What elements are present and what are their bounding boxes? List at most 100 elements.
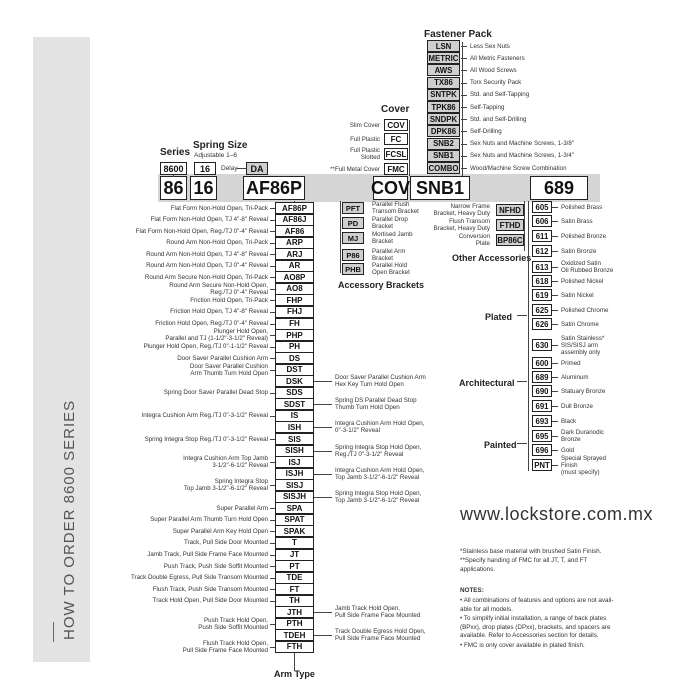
finish-code-625: 625: [532, 304, 552, 316]
fastener-label-tx86: Torx Security Pack: [470, 79, 522, 87]
finish-code-605: 605: [532, 201, 552, 213]
accessory-title: Other Accessories: [452, 253, 532, 263]
finish-code-690: 690: [532, 385, 552, 397]
arm-label-af86j: Flat Form Non-Hold Open, TJ 4"-8" Reveal: [150, 216, 268, 224]
fastener-code-aws: AWS: [427, 64, 460, 77]
fastener-label-sntpk: Std. and Self-Tapping: [470, 91, 530, 99]
arm-label-tdeh: Track Double Egress Hold Open,Pull Side …: [335, 628, 426, 643]
note-item: • All combinations of features and optio…: [460, 597, 614, 613]
accessory-code-bp86c: BP86C: [496, 234, 524, 246]
arm-tick: [314, 381, 332, 383]
fastener-tick: [461, 58, 467, 60]
arm-code-ar: AR: [275, 259, 314, 272]
fastener-tick: [461, 143, 467, 145]
finish-tick: [552, 450, 558, 451]
arm-tick: [314, 612, 332, 614]
fastener-spine: [462, 42, 463, 176]
finish-label-689: Aluminum: [561, 373, 589, 381]
arm-label-ft: Flush Track, Push Side Transom Mounted: [152, 585, 268, 593]
sidebar-divider: [53, 622, 54, 642]
finish-tick: [552, 324, 558, 325]
arm-tick: [270, 288, 275, 290]
arm-code-isjh: ISJH: [275, 467, 314, 480]
finish-code-695: 695: [532, 430, 552, 442]
fastener-code-combo: COMBO: [427, 162, 460, 174]
arm-label-fh: Friction Hold Open, Reg./TJ 0"-4" Reveal: [155, 320, 268, 327]
arm-code-ao8: AO8: [275, 282, 314, 295]
sidebar-panel: [33, 37, 90, 662]
fastener-code-metric: METRIC: [427, 52, 460, 65]
arm-tick: [270, 208, 275, 209]
fastener-label-snb2: Sex Nuts and Machine Screws, 1-3/8": [470, 140, 574, 148]
arm-tick: [270, 623, 275, 625]
series-code: 8600: [160, 162, 187, 175]
bracket-code-p86: P86: [342, 249, 364, 261]
finish-tick: [552, 363, 558, 364]
arm-tick: [270, 415, 275, 417]
fastener-label-sndpk: Std. and Self-Drilling: [470, 115, 527, 123]
arm-code-ds: DS: [275, 352, 314, 365]
finish-tick: [552, 391, 558, 392]
arm-label-sisjh: Spring Integra Stop Hold Open,Top Jamb 3…: [335, 489, 422, 504]
finish-tick: [552, 207, 558, 208]
arm-tick: [270, 311, 275, 313]
arm-code-spat: SPAT: [275, 513, 314, 526]
band-cover: COV: [371, 176, 410, 200]
arm-tick: [270, 542, 275, 544]
arm-code-sisj: SISJ: [275, 479, 314, 492]
arm-code-fh: FH: [275, 317, 314, 330]
arm-code-jt: JT: [275, 548, 314, 561]
arm-code-ish: ISH: [275, 421, 314, 434]
arm-code-jth: JTH: [275, 606, 314, 619]
fastener-tick: [461, 155, 467, 157]
arm-label-ao8: Round Arm Secure Non-Hold Open,Reg./TJ 0…: [169, 281, 268, 296]
arm-label-jt: Jamb Track, Pull Side Frame Face Mounted: [147, 551, 268, 558]
arm-label-tde: Track Double Egress, Pull Side Transom M…: [131, 574, 268, 582]
fastener-label-tpk86: Self-Tapping: [470, 103, 505, 111]
fastener-tick: [461, 107, 467, 108]
arm-code-th: TH: [275, 594, 314, 607]
cover-code-fmc: FMC: [384, 163, 408, 175]
band-fastener: SNB1: [410, 176, 470, 200]
fastener-label-lsn: Less Sex Nuts: [470, 42, 510, 50]
fastener-code-sndpk: SNDPK: [427, 113, 460, 126]
cover-title: Cover: [381, 104, 410, 115]
finish-group-plated: Plated: [485, 312, 513, 322]
arm-label-ao8p: Round Arm Secure Non-Hold Open, Tri-Pack: [144, 273, 268, 281]
note-item: • To simplify initial installation, a ra…: [460, 615, 611, 639]
arm-tick: [314, 635, 332, 637]
fastener-tick: [461, 46, 467, 47]
arm-code-pt: PT: [275, 560, 314, 573]
arm-label-pt: Push Track, Push Side Soffit Mounted: [163, 562, 268, 570]
arm-tick: [314, 450, 332, 452]
arm-tick: [270, 323, 275, 325]
arm-tick: [270, 219, 275, 221]
finish-code-618: 618: [532, 275, 552, 287]
finish-code-693: 693: [532, 415, 552, 427]
footnote-fmc: **Specify handing of FMC for all JT, T, …: [460, 557, 588, 573]
finish-tick: [552, 295, 558, 296]
fastener-code-dpk86: DPK86: [427, 125, 460, 138]
cover-spine: [409, 120, 410, 176]
arm-code-fth: FTH: [275, 640, 314, 653]
arm-label-sds: Spring Door Saver Parallel Dead Stop: [163, 389, 268, 397]
arm-code-fhj: FHJ: [275, 305, 314, 318]
arm-tick: [270, 566, 275, 568]
sidebar-title: HOW TO ORDER 8600 SERIES: [61, 399, 78, 640]
fastener-code-lsn: LSN: [427, 40, 460, 52]
website-url: www.lockstore.com.mx: [460, 504, 654, 524]
notes-title: NOTES:: [460, 587, 484, 594]
arm-code-pth: PTH: [275, 617, 314, 630]
spring-code: 16: [194, 162, 216, 175]
finish-tick: [552, 377, 558, 378]
arm-code-spa: SPA: [275, 502, 314, 515]
